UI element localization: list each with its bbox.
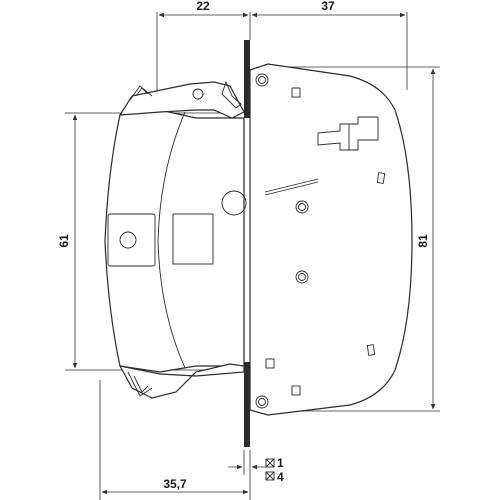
housing-right	[182, 63, 413, 416]
rivet-bottom	[255, 395, 269, 409]
push-button	[172, 213, 214, 265]
screw-lower	[295, 270, 309, 284]
hook-top	[118, 81, 245, 119]
clamp-label-1: 1	[277, 456, 284, 470]
indicator-window	[107, 213, 156, 267]
release-hole	[221, 190, 247, 216]
din-rail	[244, 40, 250, 447]
dim-bottom-width: 35,7	[163, 477, 187, 491]
indicator-dot	[119, 231, 137, 249]
dim-right-height: 81	[416, 234, 430, 248]
hook-bottom	[118, 363, 245, 399]
housing-left	[104, 80, 247, 399]
rivet-top	[255, 73, 269, 87]
clamp-label-4: 4	[277, 470, 284, 484]
dimension-lines	[72, 12, 436, 495]
hook-top-tooth	[221, 80, 242, 109]
dim-top-left: 22	[196, 0, 210, 13]
dim-left-height: 61	[57, 234, 71, 248]
screw-upper	[295, 200, 309, 214]
dim-top-right: 37	[321, 0, 335, 13]
clamp-range-symbols	[265, 458, 275, 481]
latch-mechanism	[317, 116, 379, 151]
